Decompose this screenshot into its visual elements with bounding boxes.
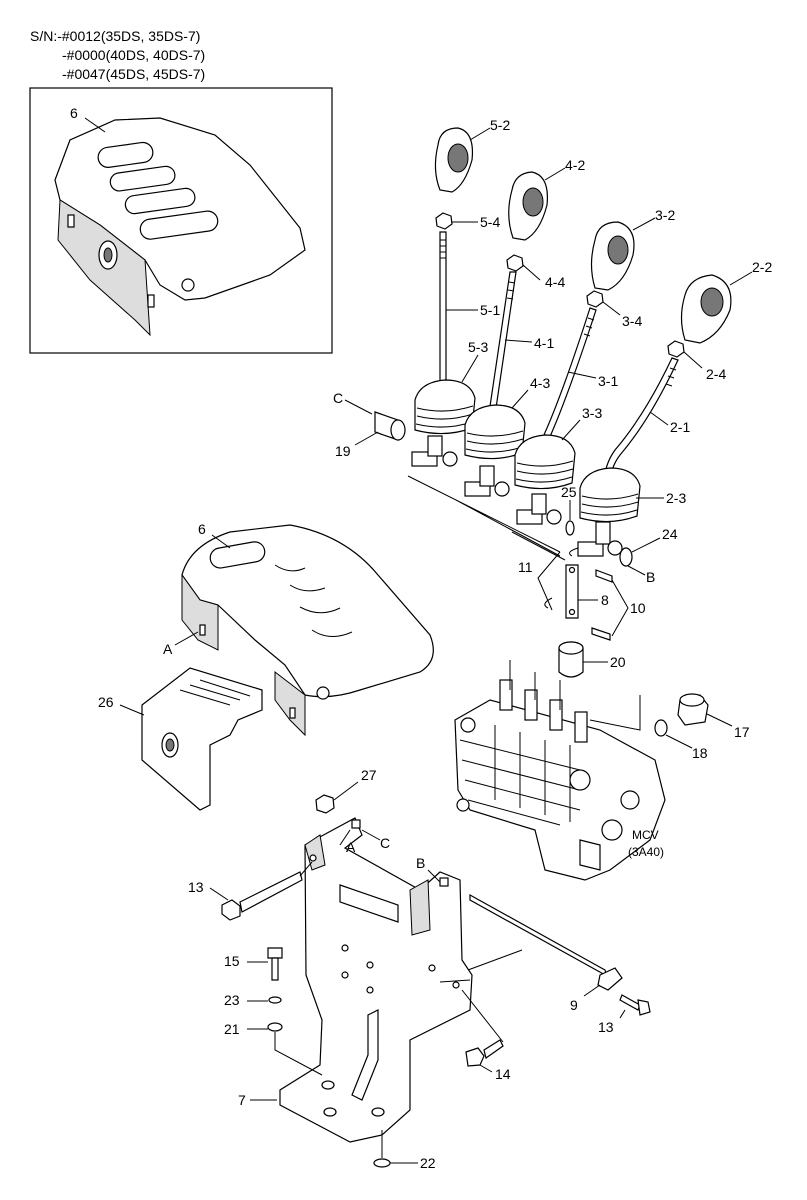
lever-base-4 [464, 465, 510, 497]
callout-c-top: C [333, 390, 343, 406]
boot-4-3 [464, 404, 526, 460]
mcv-label: MCV [632, 828, 659, 842]
knob-3-2 [590, 221, 635, 291]
callout-5-1: 5-1 [480, 302, 500, 318]
bushing-19 [374, 411, 406, 441]
link-plate-8 [565, 564, 579, 619]
snap-clip-11 [544, 547, 579, 609]
callout-2-1: 2-1 [670, 419, 690, 435]
callout-23: 23 [224, 992, 240, 1008]
callout-5-3: 5-3 [468, 339, 488, 355]
plate-26 [141, 667, 263, 811]
callout-17: 17 [734, 724, 750, 740]
o-ring-18 [654, 719, 668, 737]
lever-base-3 [516, 493, 562, 525]
bolt-13-left [221, 871, 303, 921]
callout-18: 18 [692, 745, 708, 761]
callout-a-bracket: A [346, 839, 356, 855]
callout-3-1: 3-1 [598, 373, 618, 389]
callout-27: 27 [361, 767, 377, 783]
lever-base-2 [577, 521, 623, 557]
cover-part-6-inset [54, 117, 306, 337]
washer-22 [373, 1158, 391, 1168]
lever-5-1 [439, 231, 447, 396]
callout-3-2: 3-2 [655, 207, 675, 223]
callout-3-4: 3-4 [622, 313, 642, 329]
callout-19: 19 [335, 443, 351, 459]
mcv-code-label: (3A40) [628, 845, 664, 859]
callout-2-3: 2-3 [666, 490, 686, 506]
callout-b-bracket: B [416, 855, 425, 871]
callout-6-middle: 6 [198, 521, 206, 537]
callout-25: 25 [561, 484, 577, 500]
rod-9 [469, 893, 623, 991]
lever-4-1 [488, 271, 517, 416]
nut-2-4 [667, 340, 685, 358]
nut-27 [315, 794, 335, 814]
washer-21 [267, 1022, 283, 1032]
plug-17 [677, 693, 709, 726]
callout-4-1: 4-1 [534, 335, 554, 351]
callout-14: 14 [495, 1066, 511, 1082]
callout-5-4: 5-4 [480, 214, 500, 230]
serial-number-line-1: S/N:-#0012(35DS, 35DS-7) [30, 28, 201, 44]
callout-9: 9 [570, 997, 578, 1013]
callout-13-right: 13 [598, 1019, 614, 1035]
callout-b-right: B [646, 569, 655, 585]
knob-5-2 [434, 127, 474, 193]
callout-21: 21 [224, 1021, 240, 1037]
callout-2-4: 2-4 [706, 366, 726, 382]
callout-20: 20 [610, 654, 626, 670]
bolt-13-right [619, 994, 651, 1016]
bolt-14 [465, 1039, 504, 1067]
nut-3-4 [586, 290, 604, 308]
callout-3-3: 3-3 [582, 405, 602, 421]
callout-24: 24 [662, 526, 678, 542]
callout-15: 15 [224, 953, 240, 969]
callout-13-left: 13 [188, 879, 204, 895]
washer-24 [619, 547, 633, 567]
callout-4-2: 4-2 [565, 157, 585, 173]
mounting-bracket-7 [279, 817, 473, 1143]
serial-number-line-3: -#0047(45DS, 45DS-7) [62, 66, 206, 82]
callout-c-bracket: C [380, 835, 390, 851]
knob-2-2 [680, 274, 732, 344]
boot-3-3 [514, 434, 576, 490]
callout-a-left: A [163, 641, 173, 657]
boot-5-3 [414, 379, 476, 435]
callout-4-4: 4-4 [545, 274, 565, 290]
callout-10: 10 [630, 600, 646, 616]
mcv-control-valve [454, 679, 666, 881]
boot-2-3 [579, 467, 641, 523]
callout-5-2: 5-2 [490, 117, 510, 133]
inset-frame [29, 87, 333, 354]
lever-base-5 [411, 435, 458, 467]
callout-4-3: 4-3 [530, 375, 550, 391]
serial-number-line-2: -#0000(40DS, 40DS-7) [62, 47, 206, 63]
washer-25 [565, 520, 575, 536]
callout-2-2: 2-2 [752, 259, 772, 275]
callout-7: 7 [238, 1092, 246, 1108]
nut-5-4 [435, 212, 453, 230]
callout-26: 26 [98, 694, 114, 710]
knob-4-2 [508, 171, 549, 241]
collar-20 [558, 641, 584, 678]
bolt-15 [267, 947, 283, 981]
callout-6-inset: 6 [70, 105, 78, 121]
spring-washer-23 [268, 996, 282, 1004]
cover-part-6-middle [181, 524, 434, 737]
callout-8: 8 [601, 592, 609, 608]
callout-11: 11 [518, 559, 533, 575]
callout-22: 22 [420, 1155, 436, 1171]
nut-4-4 [506, 254, 524, 272]
pin-10 [591, 569, 613, 641]
